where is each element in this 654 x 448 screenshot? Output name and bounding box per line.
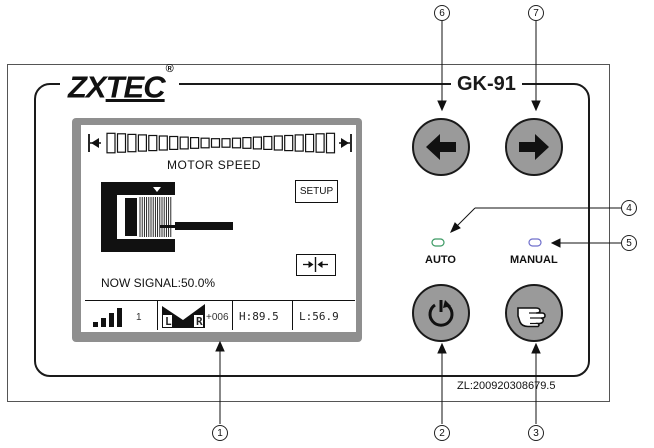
manual-label: MANUAL	[510, 254, 558, 266]
speed-segment	[116, 133, 127, 153]
right-arrow-button[interactable]	[505, 118, 563, 176]
auto-label: AUTO	[425, 254, 456, 266]
callout-2: 2	[434, 425, 450, 441]
callout-5: 5	[621, 235, 637, 251]
offset-value: +006	[206, 312, 229, 323]
manual-led	[528, 238, 542, 247]
left-mode-letter: L	[165, 315, 172, 328]
left-arrow-button[interactable]	[412, 118, 470, 176]
brand-logo: ZXTEC®	[60, 63, 179, 105]
serial-number: ZL:200920308679.5	[457, 380, 556, 392]
now-signal-readout: NOW SIGNAL:50.0%	[101, 276, 216, 290]
pointing-hand-icon	[517, 307, 546, 328]
low-value: L:56.9	[299, 310, 339, 323]
speed-segment	[148, 134, 158, 152]
signal-level-number: 1	[136, 312, 142, 323]
callout-3: 3	[528, 425, 544, 441]
controller-inner-frame	[34, 83, 590, 377]
left-arrow-icon	[426, 134, 456, 160]
actuator-graphic	[101, 182, 233, 252]
callout-4: 4	[621, 200, 637, 216]
high-value: H:89.5	[239, 310, 279, 323]
speed-segment	[325, 132, 336, 154]
speed-segment	[273, 135, 283, 151]
lcd-status-bar: 1 L R +006 H:89.5 L:56.9	[85, 300, 355, 331]
speed-segment	[242, 137, 252, 149]
signal-bars-icon	[93, 308, 122, 327]
speed-segment	[190, 137, 200, 149]
auto-led	[431, 238, 445, 247]
split-arrows-icon	[303, 257, 328, 272]
brand-name-underlined: TEC	[105, 69, 166, 105]
right-arrow-icon	[519, 134, 549, 160]
auto-button[interactable]	[412, 284, 470, 342]
low-value-cell: L:56.9	[293, 301, 355, 330]
callout-7: 7	[528, 5, 544, 21]
speed-segment	[263, 135, 273, 150]
speed-segment	[137, 134, 147, 152]
speed-segment	[315, 133, 325, 153]
model-label: GK-91	[451, 72, 522, 96]
speed-segment	[169, 135, 179, 150]
speed-segment	[221, 138, 231, 148]
brand-name-plain: ZX	[68, 69, 107, 105]
speed-segment	[252, 136, 262, 150]
speed-segment	[284, 134, 294, 152]
motor-speed-label: MOTOR SPEED	[167, 158, 261, 172]
callout-6: 6	[434, 5, 450, 21]
speed-segment	[106, 132, 116, 154]
setup-button[interactable]: SETUP	[295, 180, 338, 203]
registered-mark: ®	[165, 63, 174, 75]
speed-segment	[294, 134, 304, 152]
speed-segment	[200, 137, 210, 149]
manual-button[interactable]	[505, 284, 563, 342]
speed-segment	[179, 136, 189, 150]
speed-segment	[158, 135, 168, 151]
callout-1: 1	[212, 425, 228, 441]
lr-mode-icon	[162, 304, 205, 328]
signal-strength-cell: 1	[85, 301, 158, 330]
lr-mode-cell: L R +006	[158, 301, 233, 330]
right-mode-letter: R	[196, 315, 203, 328]
speed-segment	[210, 138, 221, 148]
center-split-button[interactable]	[296, 254, 336, 276]
speed-segment	[127, 133, 137, 153]
speed-bar-graph	[88, 132, 352, 154]
speed-segment	[231, 137, 242, 149]
power-cycle-icon	[428, 300, 454, 327]
speed-segment	[305, 133, 315, 153]
high-value-cell: H:89.5	[233, 301, 293, 330]
